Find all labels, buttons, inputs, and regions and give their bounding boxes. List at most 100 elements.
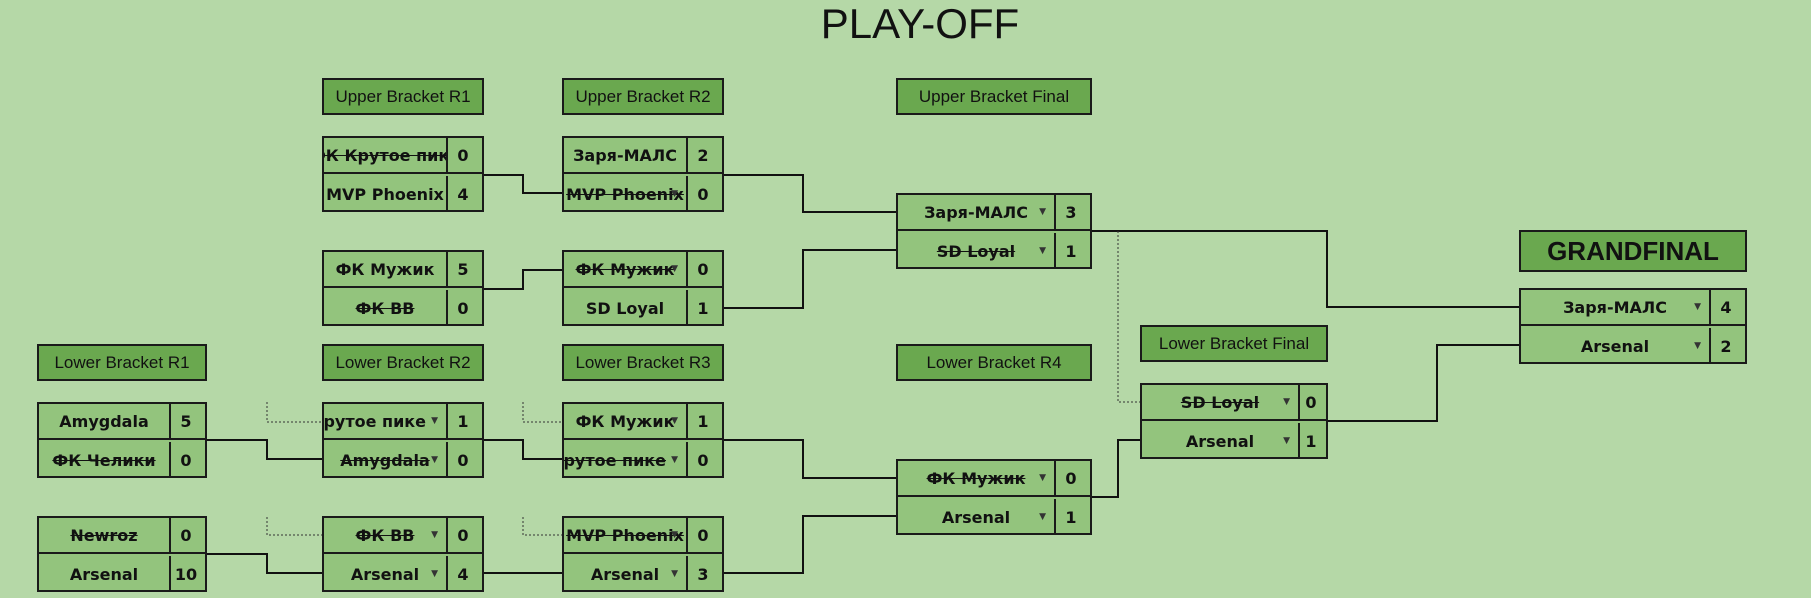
header-lower-bracket-r4: Lower Bracket R4 bbox=[896, 344, 1092, 381]
team-name: ФК Крутое пике bbox=[564, 450, 666, 470]
dropdown-arrow-icon[interactable]: ▼ bbox=[1283, 397, 1290, 407]
team-select[interactable]: SD Loyal▼ bbox=[1142, 385, 1300, 421]
dropdown-arrow-icon[interactable]: ▼ bbox=[431, 530, 438, 540]
team-select[interactable]: MVP Phoenix▼ bbox=[564, 518, 688, 554]
header-lower-bracket-r1: Lower Bracket R1 bbox=[37, 344, 207, 381]
match-lb-r1-1[interactable]: Amygdala 5 ФК Челики 0 bbox=[37, 402, 207, 478]
team-select[interactable]: MVP Phoenix▼ bbox=[564, 176, 688, 212]
team-slot[interactable]: ФК ВВ bbox=[324, 290, 448, 326]
match-ub-r1-2[interactable]: ФК Мужик 5 ФК ВВ 0 bbox=[322, 250, 484, 326]
team-slot[interactable]: Newroz bbox=[39, 518, 171, 554]
team-name: Arsenal bbox=[941, 507, 1011, 527]
team-select[interactable]: Заря-МАЛС ▼ bbox=[1521, 290, 1711, 326]
match-grandfinal[interactable]: Заря-МАЛС▼ 4 Arsenal▼ 2 bbox=[1519, 288, 1747, 364]
header-upper-bracket-final: Upper Bracket Final bbox=[896, 78, 1092, 115]
match-lb-r1-2[interactable]: Newroz 0 Arsenal 10 bbox=[37, 516, 207, 592]
page-title: PLAY-OFF bbox=[820, 0, 1020, 47]
score: 1 bbox=[1305, 431, 1317, 451]
team-name: Newroz bbox=[70, 525, 138, 545]
dropdown-arrow-icon[interactable]: ▼ bbox=[671, 455, 678, 465]
dropdown-arrow-icon[interactable]: ▼ bbox=[1694, 341, 1701, 351]
dropdown-arrow-icon[interactable]: ▼ bbox=[431, 416, 438, 426]
dropdown-arrow-icon[interactable]: ▼ bbox=[1039, 473, 1046, 483]
team-slot[interactable]: MVP Phoenix bbox=[324, 176, 448, 212]
team-select[interactable]: ФК ВВ ▼ bbox=[324, 518, 448, 554]
team-name: Arsenal bbox=[350, 564, 420, 584]
score: 1 bbox=[684, 404, 722, 440]
score: 0 bbox=[697, 450, 709, 470]
score: 5 bbox=[444, 252, 482, 288]
dropdown-arrow-icon[interactable]: ▼ bbox=[671, 189, 678, 199]
team-slot[interactable]: ФК Крутое пике bbox=[324, 138, 448, 174]
score: 0 bbox=[684, 518, 722, 554]
dropdown-arrow-icon[interactable]: ▼ bbox=[1694, 302, 1701, 312]
team-slot[interactable]: SD Loyal bbox=[564, 290, 688, 326]
dropdown-arrow-icon[interactable]: ▼ bbox=[671, 530, 678, 540]
team-name: ФК Крутое пике bbox=[324, 145, 446, 165]
team-name: Заря-МАЛС bbox=[924, 202, 1028, 222]
match-lb-r4[interactable]: ФК Мужик▼ 0 Arsenal▼ 1 bbox=[896, 459, 1092, 535]
score: 0 bbox=[684, 252, 722, 288]
team-name: MVP Phoenix bbox=[566, 525, 684, 545]
team-name: ФК Крутое пике bbox=[324, 411, 426, 431]
score: 0 bbox=[180, 450, 192, 470]
match-lb-final[interactable]: SD Loyal▼ 0 Arsenal▼ 1 bbox=[1140, 383, 1328, 459]
score: 1 bbox=[697, 298, 709, 318]
team-select[interactable]: Arsenal ▼ bbox=[1521, 328, 1711, 364]
header-upper-bracket-r1: Upper Bracket R1 bbox=[322, 78, 484, 115]
match-lb-r3-2[interactable]: MVP Phoenix▼ 0 Arsenal▼ 3 bbox=[562, 516, 724, 592]
team-name: ФК Мужик bbox=[926, 468, 1026, 488]
team-name: Заря-МАЛС bbox=[1563, 297, 1667, 317]
score: 4 bbox=[1707, 290, 1745, 326]
team-slot[interactable]: ФК Мужик bbox=[324, 252, 448, 288]
team-select[interactable]: Arsenal ▼ bbox=[1142, 423, 1300, 459]
team-select[interactable]: ФК Мужик▼ bbox=[564, 404, 688, 440]
match-ub-r2-2[interactable]: ФК Мужик▼ 0 SD Loyal 1 bbox=[562, 250, 724, 326]
dropdown-arrow-icon[interactable]: ▼ bbox=[671, 416, 678, 426]
header-lower-bracket-r2: Lower Bracket R2 bbox=[322, 344, 484, 381]
team-select[interactable]: Amygdala▼ bbox=[324, 442, 448, 478]
team-slot[interactable]: ФК Челики bbox=[39, 442, 171, 478]
match-lb-r2-1[interactable]: ФК Крутое пике▼ 1 Amygdala▼ 0 bbox=[322, 402, 484, 478]
match-ub-final[interactable]: Заря-МАЛС▼ 3 SD Loyal▼ 1 bbox=[896, 193, 1092, 269]
team-name: Заря-МАЛС bbox=[573, 145, 677, 165]
header-upper-bracket-r2: Upper Bracket R2 bbox=[562, 78, 724, 115]
team-select[interactable]: SD Loyal▼ bbox=[898, 233, 1056, 269]
dropdown-arrow-icon[interactable]: ▼ bbox=[671, 569, 678, 579]
dropdown-arrow-icon[interactable]: ▼ bbox=[1039, 246, 1046, 256]
team-slot[interactable]: Заря-МАЛС bbox=[564, 138, 688, 174]
team-slot[interactable]: Amygdala bbox=[39, 404, 171, 440]
header-grandfinal: GRANDFINAL bbox=[1519, 230, 1747, 272]
dropdown-arrow-icon[interactable]: ▼ bbox=[1283, 436, 1290, 446]
team-name: ФК Челики bbox=[52, 450, 156, 470]
team-name: Arsenal bbox=[1580, 336, 1650, 356]
team-name: ФК Мужик bbox=[575, 259, 675, 279]
team-name: ФК ВВ bbox=[355, 525, 415, 545]
team-select[interactable]: Arsenal ▼ bbox=[898, 499, 1056, 535]
dropdown-arrow-icon[interactable]: ▼ bbox=[431, 569, 438, 579]
match-ub-r2-1[interactable]: Заря-МАЛС 2 MVP Phoenix▼ 0 bbox=[562, 136, 724, 212]
dropdown-arrow-icon[interactable]: ▼ bbox=[1039, 512, 1046, 522]
team-select[interactable]: ФК Мужик▼ bbox=[564, 252, 688, 288]
match-ub-r1-1[interactable]: ФК Крутое пике 0 MVP Phoenix 4 bbox=[322, 136, 484, 212]
score: 0 bbox=[444, 518, 482, 554]
team-select[interactable]: ФК Крутое пике ▼ bbox=[324, 404, 448, 440]
team-select[interactable]: Arsenal ▼ bbox=[324, 556, 448, 592]
score: 1 bbox=[1065, 507, 1077, 527]
dropdown-arrow-icon[interactable]: ▼ bbox=[431, 455, 438, 465]
dropdown-arrow-icon[interactable]: ▼ bbox=[671, 264, 678, 274]
score: 4 bbox=[457, 184, 469, 204]
team-select[interactable]: ФК Крутое пике ▼ bbox=[564, 442, 688, 478]
team-select[interactable]: ФК Мужик ▼ bbox=[898, 461, 1056, 497]
dropdown-arrow-icon[interactable]: ▼ bbox=[1039, 207, 1046, 217]
score: 1 bbox=[1065, 241, 1077, 261]
score: 0 bbox=[457, 450, 469, 470]
team-name: Amygdala bbox=[59, 411, 149, 431]
team-select[interactable]: Заря-МАЛС ▼ bbox=[898, 195, 1056, 231]
match-lb-r3-1[interactable]: ФК Мужик▼ 1 ФК Крутое пике ▼ 0 bbox=[562, 402, 724, 478]
score: 0 bbox=[167, 518, 205, 554]
team-name: Arsenal bbox=[1185, 431, 1255, 451]
team-slot[interactable]: Arsenal bbox=[39, 556, 171, 592]
match-lb-r2-2[interactable]: ФК ВВ▼ 0 Arsenal▼ 4 bbox=[322, 516, 484, 592]
team-select[interactable]: Arsenal▼ bbox=[564, 556, 688, 592]
